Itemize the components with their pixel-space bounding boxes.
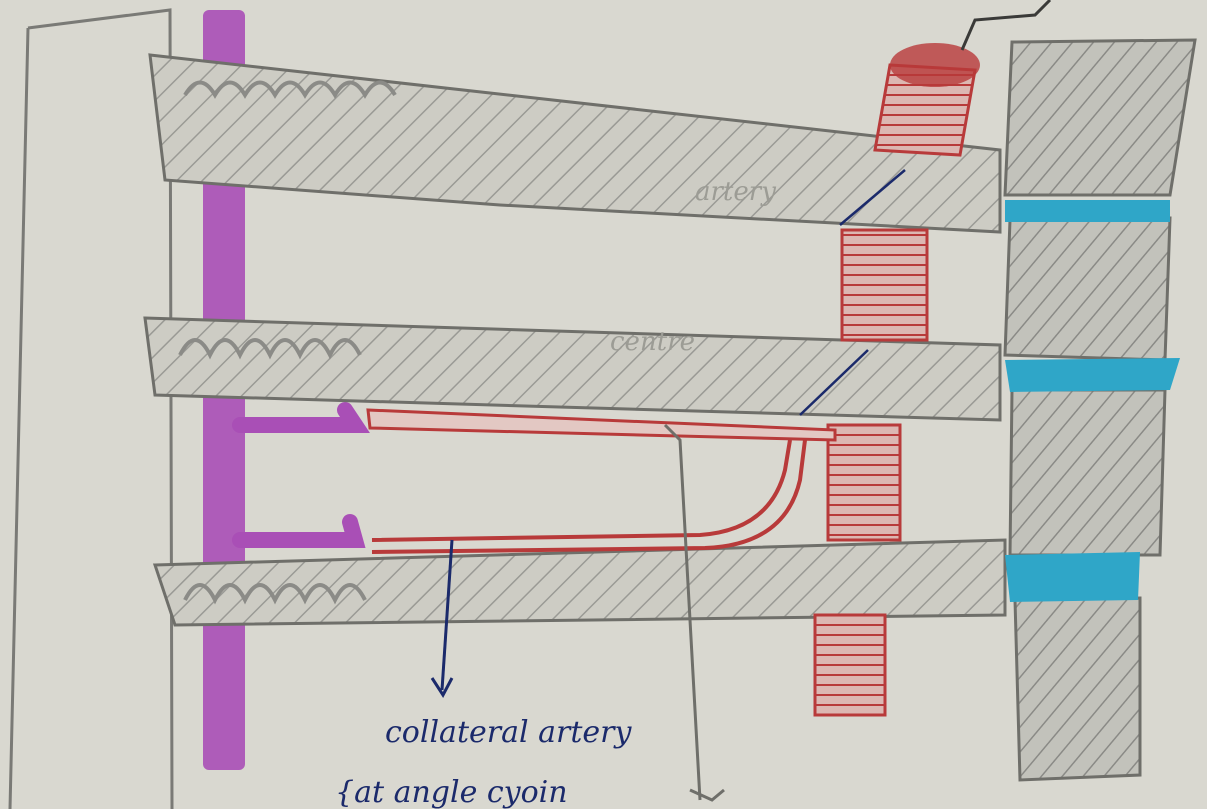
collateral-label-line1: collateral artery	[385, 715, 632, 750]
faint-label-artery: artery	[695, 177, 776, 207]
faint-label-centre: centre	[610, 327, 695, 357]
collateral-label-line2: {at angle cyoin	[335, 775, 568, 809]
